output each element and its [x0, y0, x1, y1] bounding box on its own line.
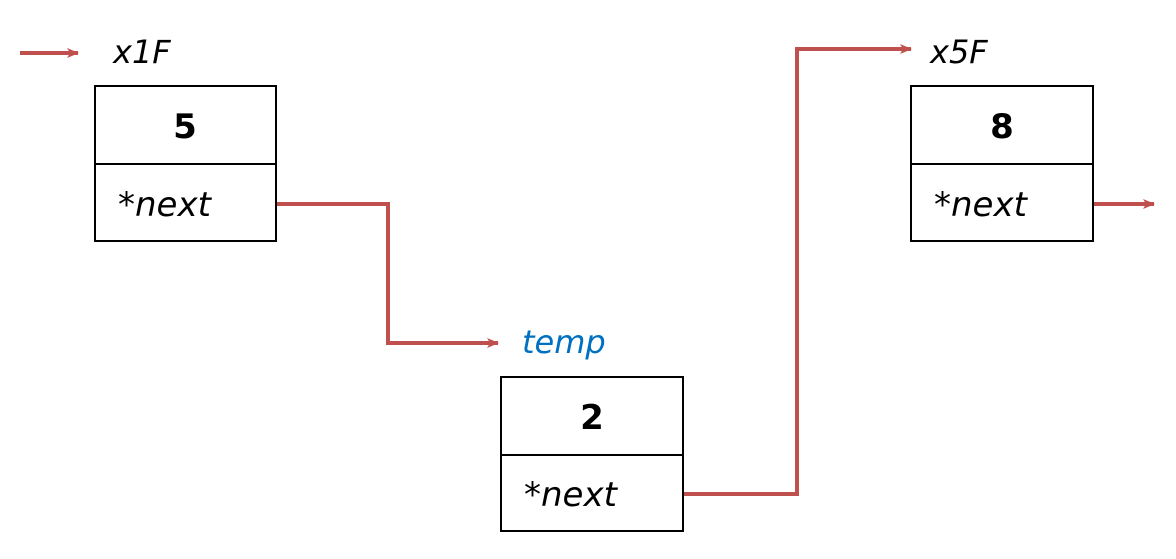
node-temp: temp 2 *next	[500, 323, 684, 532]
node-value-cell	[910, 85, 1094, 165]
node-next-field: *next	[524, 475, 619, 515]
node-address-label: x5F	[929, 33, 988, 71]
node-next-cell	[910, 163, 1094, 242]
arrow-node1-next-to-temp	[276, 202, 499, 348]
node-value-cell	[500, 376, 684, 456]
arrows	[20, 44, 1155, 496]
node-value: 2	[580, 398, 604, 438]
arrow-temp-next-to-node3	[683, 44, 912, 496]
node-next-field: *next	[934, 185, 1029, 225]
node-next-field: *next	[118, 185, 213, 225]
node-x5F: x5F 8 *next	[910, 33, 1094, 242]
node-value: 5	[173, 107, 197, 147]
node-address-label: temp	[522, 323, 606, 361]
node-address-label: x1F	[112, 33, 171, 71]
node-next-cell	[500, 454, 684, 532]
node-value-cell	[94, 85, 277, 165]
node-value: 8	[990, 107, 1014, 147]
node-x1F: x1F 5 *next	[94, 33, 277, 242]
node-next-cell	[94, 163, 277, 242]
